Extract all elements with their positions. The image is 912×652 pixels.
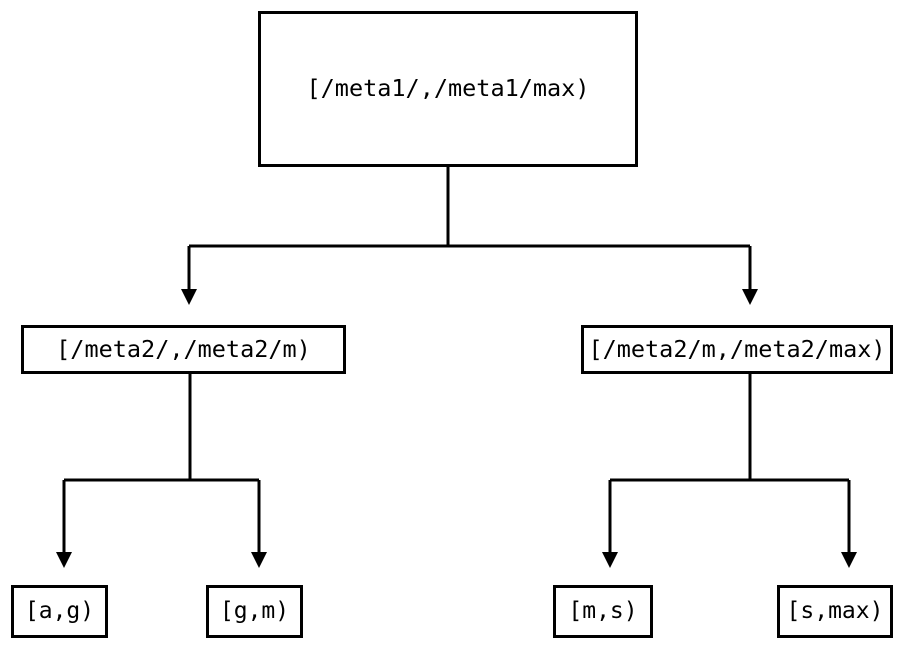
node-leaf-m-s-label: [m,s) <box>568 598 638 624</box>
arrowhead-to-leaf-ms <box>602 552 618 568</box>
node-mid-left-label: [/meta2/,/meta2/m) <box>56 334 311 363</box>
node-leaf-m-s[interactable]: [m,s) <box>553 585 653 638</box>
node-leaf-g-m[interactable]: [g,m) <box>206 585 303 638</box>
node-leaf-a-g-label: [a,g) <box>24 598 95 624</box>
node-root[interactable]: [/meta1/,/meta1/max) <box>258 11 638 167</box>
arrowhead-to-leaf-ag <box>56 552 72 568</box>
node-mid-left[interactable]: [/meta2/,/meta2/m) <box>21 325 346 374</box>
node-leaf-a-g[interactable]: [a,g) <box>11 585 108 638</box>
node-mid-right-label: [/meta2/m,/meta2/max) <box>588 334 886 363</box>
arrowhead-to-mid-right <box>742 289 758 305</box>
node-mid-right[interactable]: [/meta2/m,/meta2/max) <box>581 325 893 374</box>
arrowhead-to-mid-left <box>181 289 197 305</box>
arrowhead-to-leaf-smax <box>841 552 857 568</box>
node-leaf-s-max[interactable]: [s,max) <box>777 585 893 638</box>
node-leaf-g-m-label: [g,m) <box>219 598 290 624</box>
node-root-label: [/meta1/,/meta1/max) <box>306 74 590 103</box>
node-leaf-s-max-label: [s,max) <box>786 598 884 624</box>
arrowhead-to-leaf-gm <box>251 552 267 568</box>
